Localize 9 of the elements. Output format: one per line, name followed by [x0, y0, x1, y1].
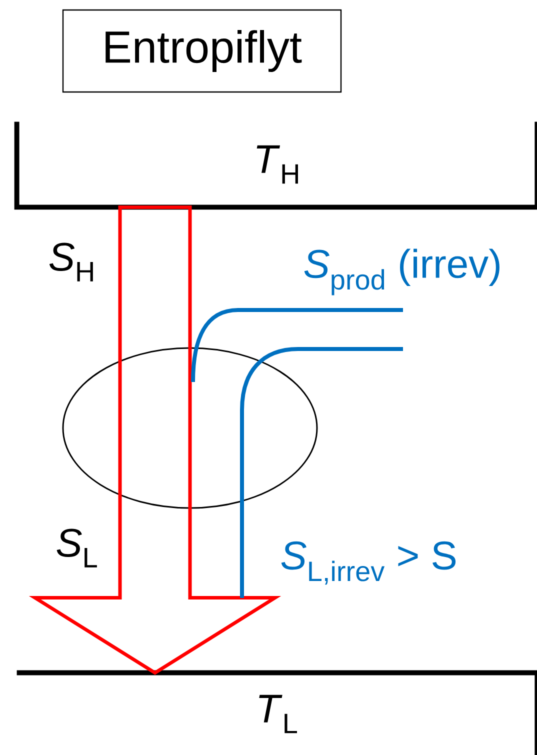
title-box: Entropiflyt — [62, 9, 342, 93]
ellipse — [62, 347, 318, 509]
formula-label: S$_{L}$ — [56, 528, 97, 568]
reservoir: T$_{H}$ — [14, 122, 537, 210]
formula-label: S$_{H}$ — [49, 242, 93, 282]
block-arrow — [28, 205, 282, 675]
formula-label: S$_{prod}$ (irrev) — [304, 248, 500, 296]
reservoir: T$_{L}$ — [16, 670, 537, 755]
formula-label: S$_{L,irrev}$ > S — [281, 541, 456, 585]
